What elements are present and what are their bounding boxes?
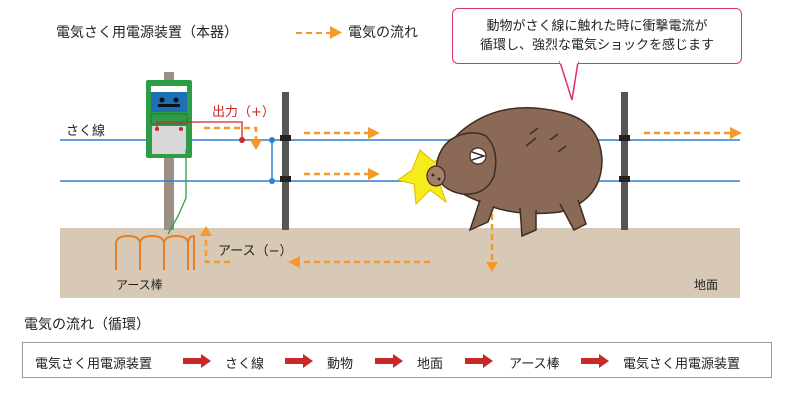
flow-summary-bar: 電気さく用電源装置 さく線 動物 地面 アース棒 電気さく用電源装置 — [22, 342, 772, 378]
flow-step-device-1: 電気さく用電源装置 — [35, 357, 153, 372]
flow-arrow-icon — [375, 354, 403, 368]
flow-arrow-icon — [465, 354, 493, 368]
flow-output-path — [204, 126, 258, 143]
flow-step-earth-rod: アース棒 — [509, 357, 560, 372]
flow-arrow-icon — [183, 354, 211, 368]
flow-legend-arrowhead — [330, 26, 342, 39]
insulator-2b — [619, 176, 630, 182]
callout-tail — [558, 61, 579, 101]
callout-text: 動物がさく線に触れた時に衝撃電流が 循環し、強烈な電気ショックを感じます — [453, 17, 741, 55]
flow-step-device-2: 電気さく用電源装置 — [623, 357, 741, 372]
boar — [396, 107, 603, 238]
output-label: 出力（+） — [212, 105, 275, 120]
jumper-dot-top — [269, 137, 275, 143]
insulator-1b — [280, 176, 291, 182]
earth-rods — [115, 234, 195, 270]
fence-post-1 — [282, 92, 289, 230]
fence-post-2 — [621, 92, 628, 230]
flow-step-wire: さく線 — [225, 357, 265, 372]
insulator-2a — [619, 135, 630, 141]
flow-legend-line — [296, 32, 332, 34]
callout-line-1: 動物がさく線に触れた時に衝撃電流が — [486, 19, 708, 34]
ground-label: 地面 — [694, 278, 719, 292]
flow-legend-label: 電気の流れ — [348, 25, 418, 41]
jumper-dot-bottom — [269, 178, 275, 184]
callout-line-2: 循環し、強烈な電気ショックを感じます — [479, 38, 714, 53]
device-legend-label: 電気さく用電源装置（本器） — [56, 25, 238, 41]
output-connection — [239, 137, 245, 143]
fence-wire-label: さく線 — [66, 124, 106, 139]
earth-wire — [167, 150, 187, 235]
output-wire — [156, 121, 243, 140]
flow-step-ground: 地面 — [417, 357, 444, 372]
flow-earth-return — [204, 236, 230, 264]
flow-arrow-icon — [581, 354, 609, 368]
flow-arrow-icon — [285, 354, 313, 368]
earth-rod-label: アース棒 — [116, 278, 163, 292]
energizer-device — [146, 80, 192, 158]
flow-step-animal: 動物 — [327, 357, 354, 372]
flow-arrowheads — [200, 127, 742, 272]
flow-title: 電気の流れ（循環） — [24, 317, 150, 333]
earth-label: アース（−） — [218, 244, 293, 259]
insulator-1a — [280, 135, 291, 141]
callout-bubble: 動物がさく線に触れた時に衝撃電流が 循環し、強烈な電気ショックを感じます — [452, 8, 742, 64]
